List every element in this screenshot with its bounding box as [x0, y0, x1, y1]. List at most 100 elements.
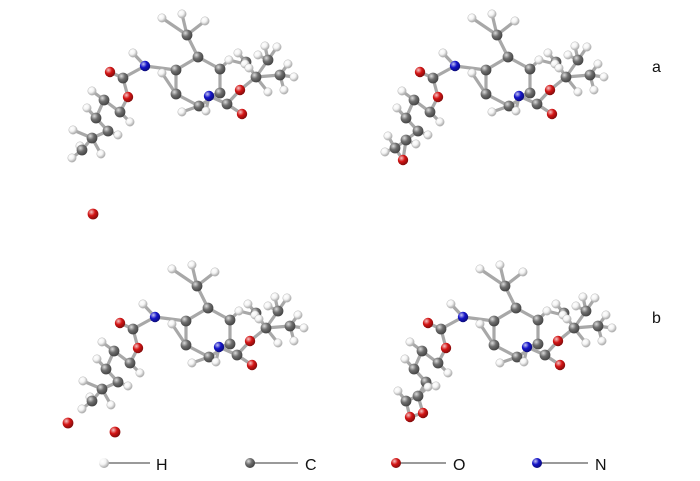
hydrogen-atom [383, 131, 393, 141]
nitrogen-atom [203, 90, 215, 102]
nitrogen-atom [213, 341, 225, 353]
hydrogen-atom [597, 336, 607, 346]
hydrogen-atom [263, 87, 273, 97]
hydrogen-atom [570, 41, 580, 51]
carbon-atom [488, 339, 500, 351]
carbon-atom [400, 112, 412, 124]
hydrogen-atom [467, 68, 477, 78]
carbon-atom [260, 322, 272, 334]
carbon-atom [532, 338, 544, 350]
hydrogen-atom [243, 299, 253, 309]
hydrogen-atom [593, 59, 603, 69]
hydrogen-atom-icon [99, 458, 109, 468]
carbon-atom [502, 51, 514, 63]
legend-label-n: N [595, 457, 607, 474]
hydrogen-atom [270, 292, 280, 302]
carbon-atom [112, 376, 124, 388]
carbon-atom [592, 320, 604, 332]
carbon-atom [568, 322, 580, 334]
carbon-atom [181, 29, 193, 41]
carbon-atom [224, 338, 236, 350]
nitrogen-atom [449, 60, 461, 72]
hydrogen-atom [125, 117, 135, 127]
oxygen-atom [414, 66, 426, 78]
hydrogen-atom [543, 48, 553, 58]
hydrogen-atom [273, 338, 283, 348]
carbon-atom [193, 100, 205, 112]
hydrogen-atom [519, 357, 529, 367]
carbon-atom [214, 87, 226, 99]
hydrogen-atom [510, 16, 520, 26]
hydrogen-atom [138, 299, 148, 309]
hydrogen-atom [260, 41, 270, 51]
carbon-atom [510, 302, 522, 314]
hydrogen-atom [562, 314, 572, 324]
carbon-atom [480, 64, 492, 76]
carbon-atom [250, 71, 262, 83]
hydrogen-atom [253, 50, 263, 60]
carbon-atom [117, 72, 129, 84]
hydrogen-atom [601, 310, 611, 320]
hydrogen-atom [187, 358, 197, 368]
legend-label-o: O [453, 457, 465, 474]
molecule-model-b-dioxetane [393, 260, 617, 423]
carbon-atom [98, 94, 110, 106]
oxygen-atom [244, 335, 256, 347]
carbon-atom [389, 142, 401, 154]
hydrogen-atom [423, 382, 433, 392]
carbon-atom [560, 71, 572, 83]
carbon-atom [192, 51, 204, 63]
hydrogen-atom [135, 368, 145, 378]
oxygen-atom [246, 359, 258, 371]
oxygen-atom [546, 108, 558, 120]
hydrogen-atom [254, 314, 264, 324]
carbon-atom [100, 363, 112, 375]
legend-label-c: C [305, 457, 317, 474]
carbon-atom [572, 54, 584, 66]
hydrogen-atom [571, 301, 581, 311]
molecule-model-a-alkene [67, 9, 299, 163]
molecule-model-b-alkene [77, 260, 309, 414]
hydrogen-atom [244, 63, 254, 73]
carbon-atom [539, 349, 551, 361]
carbon-atom [262, 54, 274, 66]
hydrogen-atom [467, 13, 477, 23]
carbon-atom [432, 357, 444, 369]
carbon-atom [488, 315, 500, 327]
hydrogen-atom [554, 63, 564, 73]
hydrogen-atom [589, 85, 599, 95]
hydrogen-atom [279, 85, 289, 95]
carbon-atom [511, 351, 523, 363]
hydrogen-atom [233, 48, 243, 58]
hydrogen-atom [157, 68, 167, 78]
hydrogen-atom [106, 400, 116, 410]
carbon-atom [584, 69, 596, 81]
atom-legend: H C O N [99, 457, 607, 474]
carbon-atom [114, 106, 126, 118]
hydrogen-atom [67, 153, 77, 163]
hydrogen-atom [82, 103, 92, 113]
hydrogen-atom [487, 9, 497, 19]
hydrogen-atom [224, 55, 234, 65]
hydrogen-atom [177, 9, 187, 19]
oxygen-atom [234, 84, 246, 96]
free-oxygen-atom [109, 426, 121, 438]
hydrogen-atom [211, 357, 221, 367]
carbon-atom [274, 69, 286, 81]
carbon-atom [272, 305, 284, 317]
hydrogen-atom [78, 376, 88, 386]
carbon-atom [96, 383, 108, 395]
carbon-atom [531, 98, 543, 110]
hydrogen-atom [293, 310, 303, 320]
hydrogen-atom [542, 306, 552, 316]
carbon-atom [180, 315, 192, 327]
carbon-atom [76, 144, 88, 156]
oxygen-atom [552, 335, 564, 347]
carbon-atom [221, 98, 233, 110]
hydrogen-atom [400, 354, 410, 364]
hydrogen-atom [438, 48, 448, 58]
hydrogen-atom [201, 106, 211, 116]
carbon-atom [416, 345, 428, 357]
carbon-atom [86, 132, 98, 144]
hydrogen-atom [123, 381, 133, 391]
